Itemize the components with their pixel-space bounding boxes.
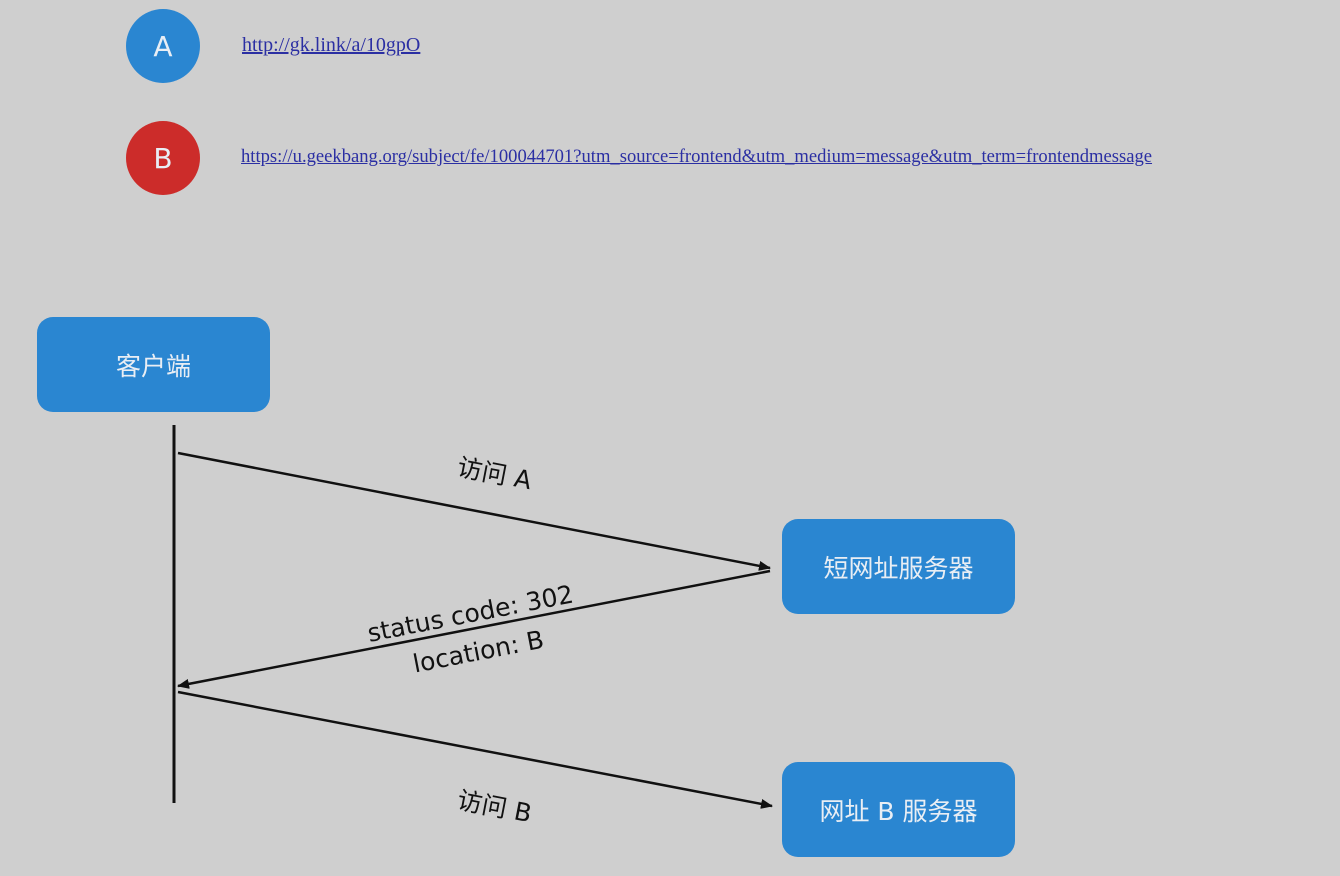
label-visit-b: 访问 B xyxy=(455,785,534,828)
client-node: 客户端 xyxy=(37,317,270,412)
badge-b: B xyxy=(126,121,200,195)
arrow-redirect xyxy=(177,569,771,689)
arrow-visit-a xyxy=(177,451,771,571)
link-a[interactable]: http://gk.link/a/10gpO xyxy=(242,34,421,56)
url-b-server-node: 网址 B 服务器 xyxy=(782,762,1015,857)
badge-a: A xyxy=(126,9,200,83)
link-b[interactable]: https://u.geekbang.org/subject/fe/100044… xyxy=(241,146,1153,167)
arrow-visit-b xyxy=(177,690,773,809)
label-visit-a: 访问 A xyxy=(455,452,534,495)
short-url-server-node: 短网址服务器 xyxy=(782,519,1015,614)
